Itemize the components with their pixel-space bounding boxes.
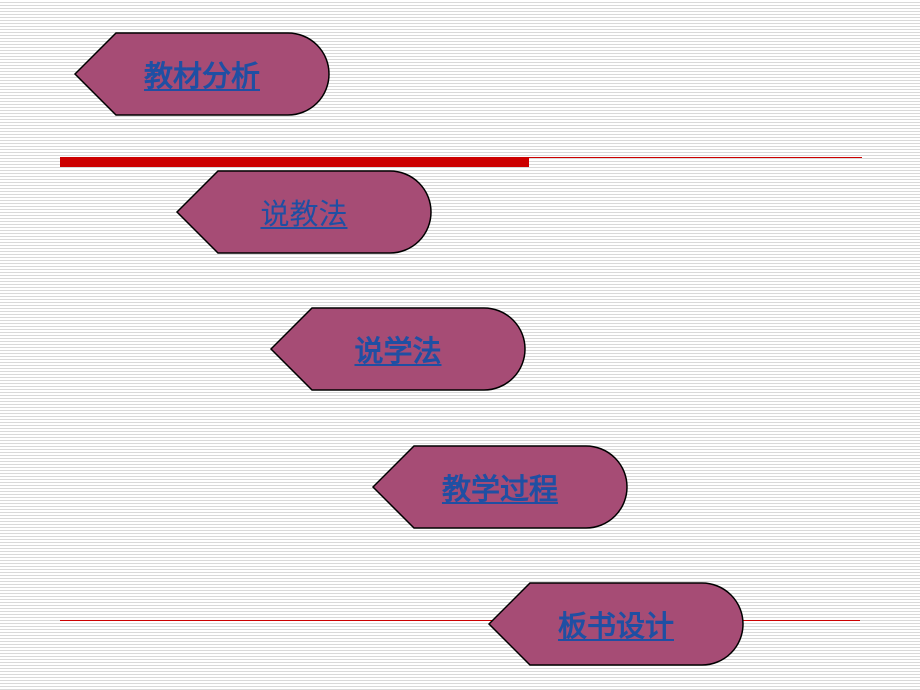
pentagon-arrow-shape [487, 582, 744, 666]
header-rule-thin [529, 157, 862, 158]
nav-item-shuo-xuefa[interactable]: 说学法 [269, 307, 526, 391]
nav-item-label[interactable]: 教材分析 [143, 59, 260, 93]
nav-item-label[interactable]: 板书设计 [557, 609, 674, 643]
nav-item-jiaocai-fenxi[interactable]: 教材分析 [73, 32, 330, 116]
nav-item-label[interactable]: 教学过程 [441, 472, 558, 506]
pentagon-arrow-shape [175, 170, 432, 254]
nav-item-jiaoxue-guocheng[interactable]: 教学过程 [371, 445, 628, 529]
pentagon-arrow-shape [371, 445, 628, 529]
nav-item-shuo-jiaofa[interactable]: 说教法 [175, 170, 432, 254]
pentagon-arrow-shape [269, 307, 526, 391]
nav-item-label[interactable]: 说学法 [354, 334, 442, 368]
header-rule-thick [60, 157, 529, 167]
pentagon-arrow-shape [73, 32, 330, 116]
nav-item-banshu-sheji[interactable]: 板书设计 [487, 582, 744, 666]
nav-item-label[interactable]: 说教法 [260, 197, 348, 231]
footer-rule [60, 620, 860, 621]
